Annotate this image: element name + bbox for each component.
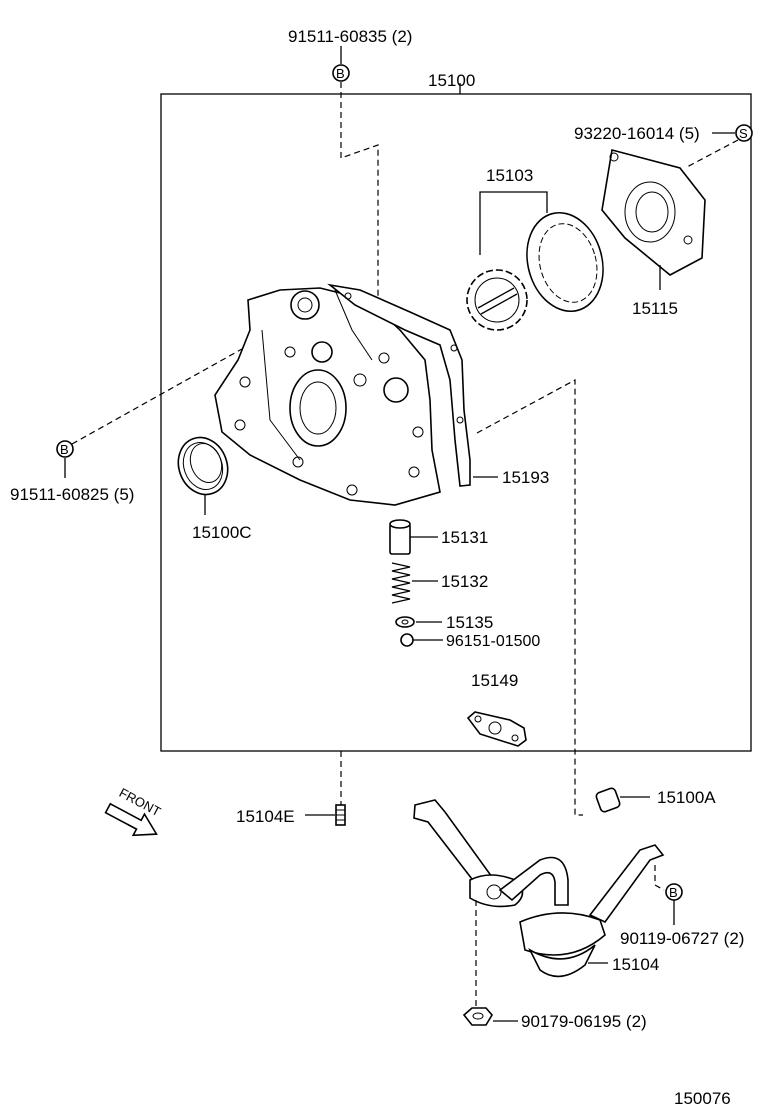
stud[interactable]: 15104E — [236, 804, 346, 826]
strainer-nut[interactable]: 90179-06195 (2) — [462, 900, 647, 1031]
snap-ring[interactable]: 96151-01500 — [400, 633, 540, 650]
b-marker-text: B — [336, 66, 345, 81]
gear-set-label: 15103 — [486, 166, 533, 185]
plug[interactable]: 15100A — [595, 787, 716, 813]
plug-label: 15100A — [657, 788, 716, 807]
relief-spring[interactable]: 15132 — [391, 562, 488, 604]
oil-seal[interactable]: 15100C — [171, 431, 252, 542]
pump-gasket[interactable]: 15193 — [327, 283, 549, 487]
oil-seal-label: 15100C — [192, 523, 252, 542]
spring-label: 15132 — [441, 572, 488, 591]
strainer-gasket-label: 15149 — [471, 671, 518, 690]
bolt-left[interactable]: B 91511-60825 (5) — [10, 339, 259, 504]
oil-strainer[interactable]: 15104 — [413, 799, 665, 978]
bolt-left-dashline — [71, 339, 259, 445]
s-marker-text: S — [739, 126, 748, 141]
bolt-top-dashline — [340, 82, 379, 390]
cover-plate[interactable]: 15115 — [601, 149, 706, 318]
b-marker-icon — [56, 440, 74, 458]
front-arrow-icon: FRONT — [104, 785, 163, 837]
cover-plate-label: 15115 — [632, 299, 678, 318]
pump-housing[interactable] — [214, 287, 441, 506]
relief-valve[interactable]: 15131 — [389, 519, 488, 555]
stud-label: 15104E — [236, 807, 295, 826]
plug-dashline — [476, 378, 583, 816]
pump-gasket-label: 15193 — [502, 468, 549, 487]
snap-ring-label: 96151-01500 — [446, 633, 540, 650]
strainer-label: 15104 — [612, 955, 659, 974]
strainer-gasket[interactable]: 15149 — [466, 671, 527, 747]
s-marker-icon — [735, 124, 753, 142]
b-marker-icon — [332, 64, 350, 82]
strainer-bolt[interactable]: B 90119-06727 (2) — [620, 865, 744, 948]
driven-rotor — [526, 211, 604, 313]
bolt-top-label: 91511-60835 (2) — [288, 27, 412, 46]
relief-valve-label: 15131 — [441, 528, 488, 547]
assembly-frame — [160, 93, 752, 752]
frame-label: 15100 — [428, 71, 475, 90]
bolt-left-label: 91511-60825 (5) — [10, 485, 134, 504]
retainer-label: 15135 — [446, 613, 493, 632]
gear-set[interactable]: 15103 — [466, 166, 614, 331]
retainer[interactable]: 15135 — [395, 613, 493, 632]
strainer-bolt-label: 90119-06727 (2) — [620, 929, 744, 948]
drive-gear — [466, 269, 528, 331]
diagram-id: 150076 — [674, 1089, 731, 1108]
b-marker-text: B — [60, 442, 69, 457]
bolt-top[interactable]: 91511-60835 (2) B — [288, 27, 412, 390]
screw-cover[interactable]: 93220-16014 (5) S — [574, 124, 753, 169]
screw-cover-label: 93220-16014 (5) — [574, 124, 700, 143]
nut-label: 90179-06195 (2) — [521, 1012, 647, 1031]
b-marker-text: B — [669, 885, 678, 900]
